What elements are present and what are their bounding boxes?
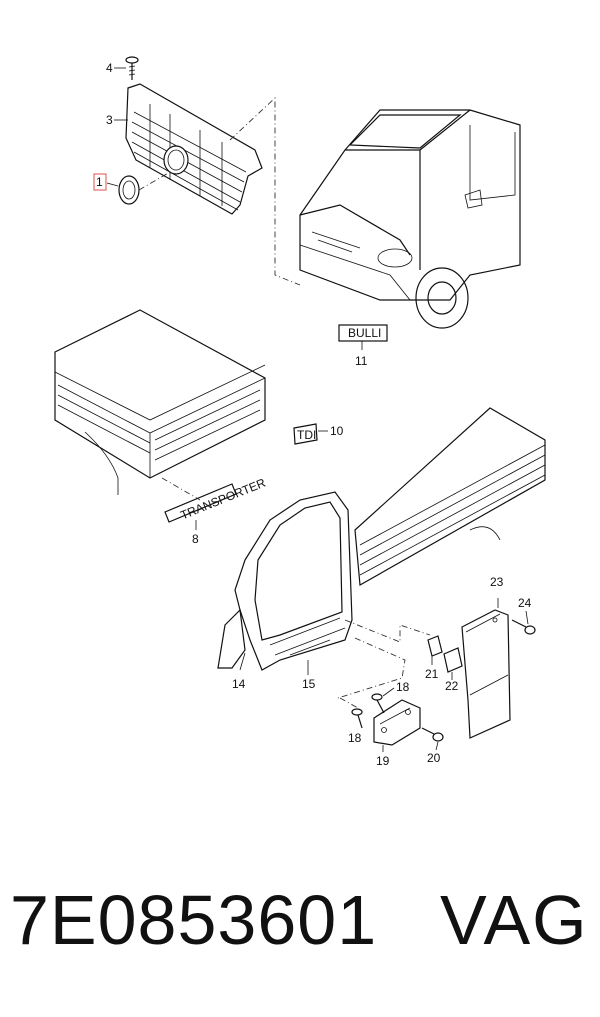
tdi-badge: TDI — [293, 423, 328, 445]
callout-10: 10 — [330, 424, 344, 438]
callout-1: 1 — [96, 175, 103, 189]
callout-3: 3 — [106, 113, 113, 127]
vw-emblem — [118, 171, 171, 205]
callout-18-lower: 18 — [348, 731, 362, 745]
pickup-bed-front — [54, 309, 266, 495]
screw-18-upper — [371, 693, 385, 714]
callout-15: 15 — [302, 677, 316, 691]
callout-1-highlight — [93, 173, 107, 191]
screw-18-lower — [351, 708, 363, 729]
parts-diagram: BULLI TDI TRANSPORTER — [54, 56, 546, 768]
bulli-badge-text: BULLI — [348, 326, 381, 340]
screw-20 — [421, 727, 444, 742]
callout-8: 8 — [192, 532, 199, 546]
clip-22 — [443, 647, 463, 680]
part-number: 7E0853601 — [10, 881, 378, 959]
callout-18-upper: 18 — [396, 680, 410, 694]
bulli-badge: BULLI — [338, 324, 388, 350]
clip-21 — [427, 635, 443, 665]
callout-19: 19 — [376, 754, 390, 768]
radiator-grille — [125, 83, 263, 215]
callout-14: 14 — [232, 677, 246, 691]
screw-4 — [125, 56, 139, 80]
mud-flap — [461, 598, 511, 739]
tdi-badge-text: TDI — [297, 428, 316, 442]
brand-label: VAG — [440, 881, 589, 959]
callout-11: 11 — [355, 354, 368, 368]
door-pillar-frame — [217, 491, 353, 675]
bracket-19 — [373, 699, 421, 752]
callout-22: 22 — [445, 679, 459, 693]
callout-21: 21 — [425, 667, 439, 681]
screw-24 — [511, 619, 536, 635]
callout-23: 23 — [490, 575, 504, 589]
pickup-bed-rear — [354, 407, 546, 586]
callout-20: 20 — [427, 751, 441, 765]
transporter-badge: TRANSPORTER — [161, 475, 268, 530]
callout-4: 4 — [106, 61, 113, 75]
footer: 7E0853601 VAG — [0, 880, 600, 980]
van-illustration — [299, 109, 521, 329]
transporter-badge-text: TRANSPORTER — [178, 475, 267, 522]
callout-24: 24 — [518, 596, 532, 610]
